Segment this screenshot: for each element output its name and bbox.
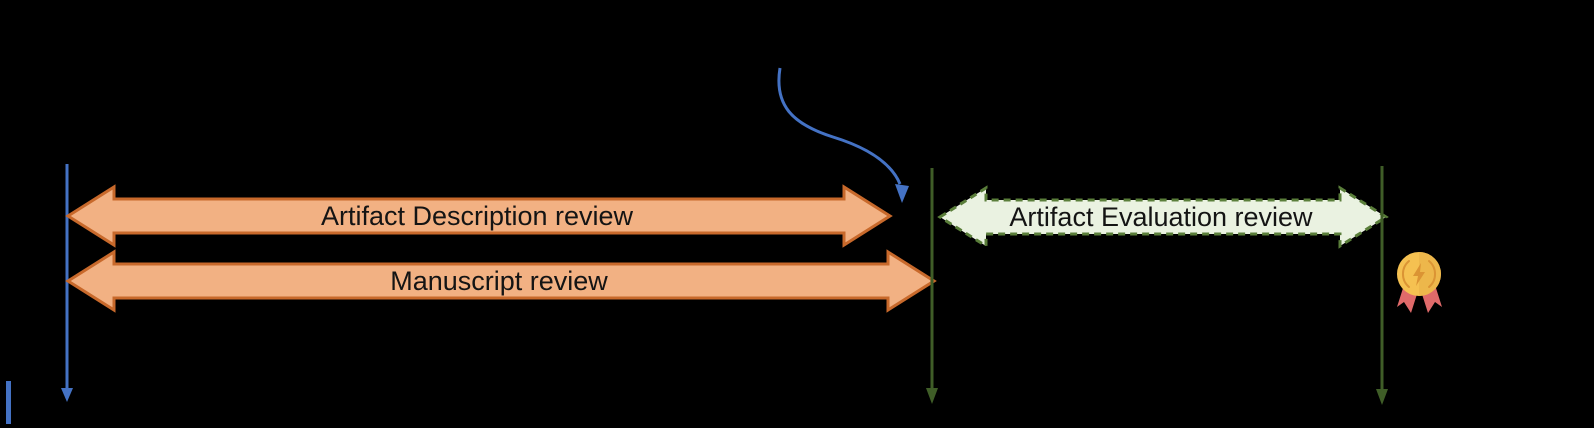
blue-timeline-line xyxy=(61,164,73,402)
green-arrowhead-icon xyxy=(1376,389,1388,405)
green-milestone-line-middle xyxy=(926,168,938,404)
artifact-evaluation-arrow-shape xyxy=(937,185,1389,249)
medal-bolt-icon xyxy=(1413,263,1425,286)
medal-coin-shade xyxy=(1419,252,1441,296)
blue-tick-mark xyxy=(6,381,11,424)
green-milestone-line-right xyxy=(1376,166,1388,405)
artifact-evaluation-arrow xyxy=(937,185,1389,249)
green-arrowhead-icon xyxy=(926,388,938,404)
medal-arc-right xyxy=(1428,260,1436,288)
artifact-description-arrow-shape xyxy=(65,184,893,248)
curved-arrow xyxy=(777,67,909,203)
curved-arrow-path xyxy=(777,67,902,185)
blue-arrowhead-icon xyxy=(61,388,73,402)
artifact-description-arrow xyxy=(65,184,893,248)
manuscript-review-arrow-shape xyxy=(65,249,937,313)
curved-arrowhead-icon xyxy=(895,184,909,203)
medal-icon xyxy=(1397,252,1442,313)
manuscript-review-arrow xyxy=(65,249,937,313)
medal-arc-left xyxy=(1402,260,1410,288)
